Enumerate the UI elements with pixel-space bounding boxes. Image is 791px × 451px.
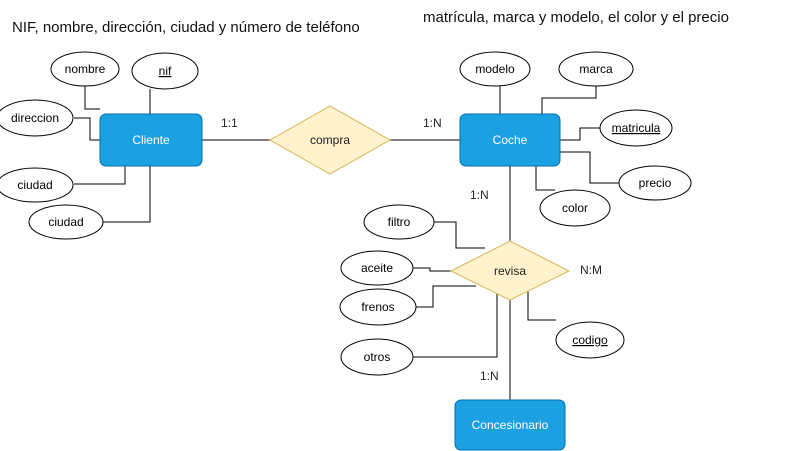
attr-precio	[618, 165, 692, 201]
attr-ciudad-2-label: ciudad	[48, 215, 83, 229]
attr-color-label: color	[562, 201, 588, 215]
attr-ciudad-1	[0, 167, 74, 203]
attr-codigo-label: codigo	[572, 333, 608, 347]
attr-aceite	[340, 250, 414, 286]
entity-concesionario-label: Concesionario	[472, 418, 549, 432]
edge-matricula	[560, 127, 600, 141]
edge-direccion	[74, 117, 100, 141]
attr-modelo	[459, 51, 531, 87]
entity-coche-label: Coche	[493, 133, 528, 147]
edge-otros	[413, 293, 498, 358]
attr-nombre	[50, 51, 120, 87]
connectors	[74, 85, 619, 400]
card-compra-cliente: 1:1	[221, 116, 238, 130]
attr-color	[539, 189, 611, 227]
card-revisa-concesionario: 1:N	[480, 369, 499, 383]
note-cliente: NIF, nombre, dirección, ciudad y número …	[12, 19, 360, 36]
edge-ciudad-2	[103, 166, 151, 223]
edge-aceite	[413, 267, 451, 272]
card-compra-coche: 1:N	[423, 116, 442, 130]
attr-ciudad-2	[28, 204, 104, 240]
attr-modelo-label: modelo	[475, 62, 515, 76]
edge-color	[535, 166, 555, 191]
attr-direccion	[0, 99, 74, 137]
edge-precio	[560, 151, 619, 184]
attr-nif-label: nif	[159, 64, 172, 78]
attr-matricula-label: matricula	[612, 121, 661, 135]
edge-nombre	[84, 86, 100, 110]
attr-nombre-label: nombre	[65, 62, 106, 76]
attr-filtro	[363, 204, 435, 240]
entity-coche	[459, 113, 561, 167]
attr-filtro-label: filtro	[388, 215, 411, 229]
edge-ciudad-1	[74, 166, 126, 185]
note-coche: matrícula, marca y modelo, el color y el…	[423, 9, 729, 26]
relation-revisa	[449, 240, 571, 301]
relation-compra	[268, 105, 392, 175]
edge-codigo	[527, 287, 556, 321]
attr-matricula	[599, 109, 673, 147]
edge-frenos	[416, 285, 476, 308]
entity-concesionario	[454, 399, 566, 451]
relation-revisa-label: revisa	[494, 264, 526, 278]
attr-frenos	[339, 288, 417, 326]
card-revisa-coche: 1:N	[470, 188, 489, 202]
attr-otros	[340, 338, 414, 376]
attr-precio-label: precio	[639, 176, 672, 190]
attr-marca-label: marca	[579, 62, 613, 76]
card-revisa-side: N:M	[580, 263, 602, 277]
entity-cliente-label: Cliente	[132, 133, 170, 147]
attr-otros-label: otros	[364, 350, 391, 364]
attr-codigo	[555, 321, 625, 359]
attr-frenos-label: frenos	[361, 300, 394, 314]
edge-filtro	[434, 221, 485, 249]
attr-aceite-label: aceite	[361, 261, 393, 275]
attr-direccion-label: direccion	[11, 111, 59, 125]
attr-nif	[131, 52, 199, 90]
attr-marca	[558, 51, 634, 87]
attr-ciudad-1-label: ciudad	[17, 178, 52, 192]
entity-cliente	[99, 113, 203, 167]
edge-marca	[541, 85, 597, 114]
relation-compra-label: compra	[310, 133, 350, 147]
